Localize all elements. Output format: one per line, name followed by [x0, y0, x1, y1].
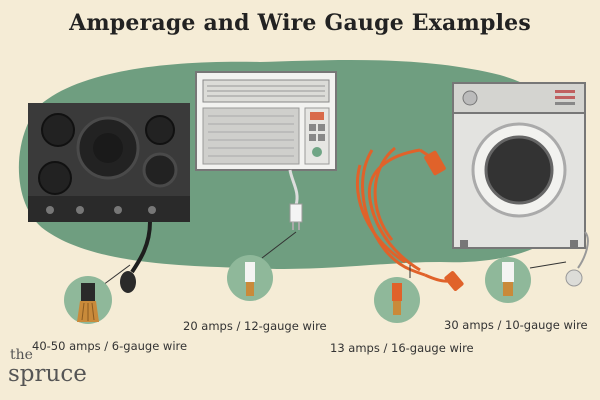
washing-machine-icon: [452, 82, 589, 287]
page-title: Amperage and Wire Gauge Examples: [69, 10, 531, 36]
wire-detail-6-gauge: [64, 264, 131, 324]
wire-detail-16-gauge: [374, 265, 420, 323]
brand-logo: the spruce: [8, 348, 87, 386]
caption-12-gauge: 20 amps / 12-gauge wire: [183, 319, 327, 333]
caption-10-gauge: 30 amps / 10-gauge wire: [444, 318, 588, 332]
wire-detail-12-gauge: [227, 231, 297, 301]
cord-socket-icon: [424, 150, 446, 176]
stovetop-icon: [28, 103, 190, 293]
caption-6-gauge: 40-50 amps / 6-gauge wire: [32, 339, 188, 353]
logo-word-the: the: [10, 347, 33, 363]
caption-16-gauge: 13 amps / 16-gauge wire: [330, 341, 474, 355]
wire-detail-10-gauge: [485, 257, 567, 303]
logo-word-spruce: spruce: [8, 361, 87, 387]
cord-plug-icon: [444, 271, 464, 291]
air-conditioner-icon: [195, 71, 337, 230]
